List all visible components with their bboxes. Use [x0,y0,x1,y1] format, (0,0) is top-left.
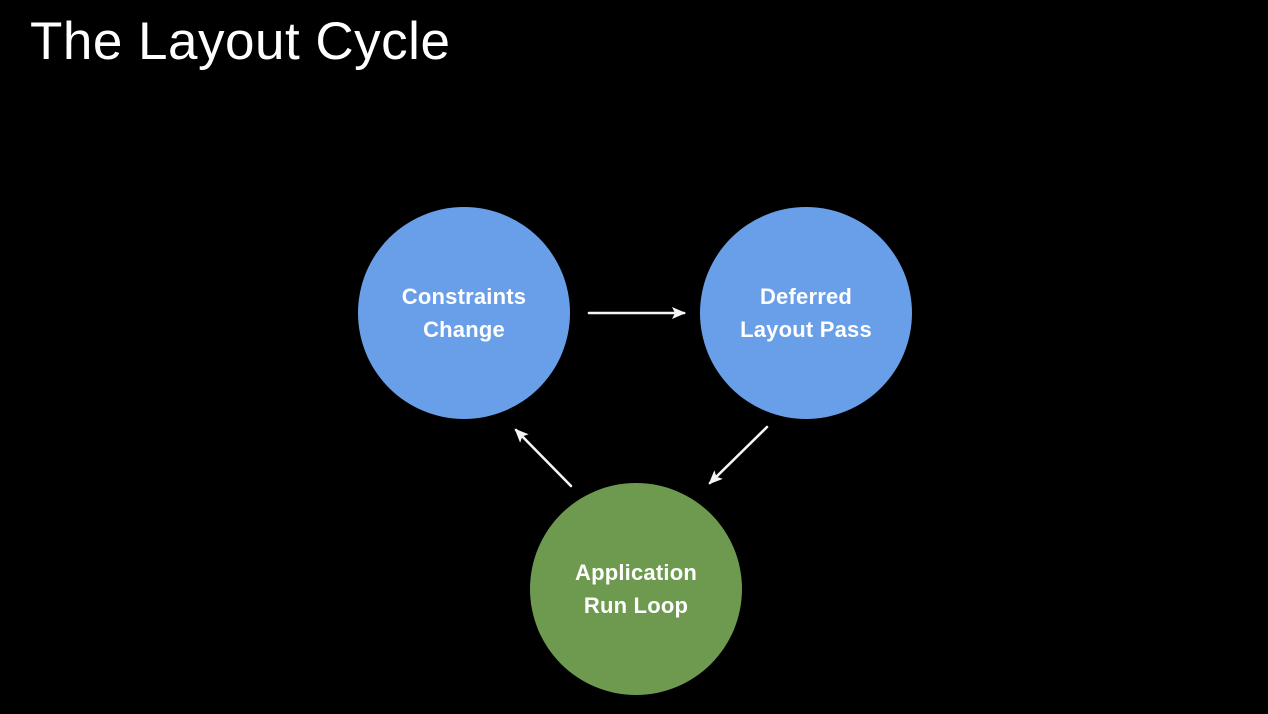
arrow-runloop-to-constraints-icon [514,428,573,488]
node-constraints-change-label-line2: Change [423,317,505,342]
node-deferred-layout-pass-label-line1: Deferred [759,284,853,309]
node-constraints-change-label-line1: Constraints [401,284,527,309]
arrow-deferred-to-runloop-icon [708,425,769,485]
node-application-run-loop: Application Run Loop [530,483,742,695]
node-deferred-layout-pass: Deferred Layout Pass [700,207,912,419]
node-application-run-loop-label-line2: Run Loop [583,593,689,618]
slide-title: The Layout Cycle [30,12,451,71]
node-application-run-loop-label-line1: Application [575,560,697,585]
node-constraints-change: Constraints Change [358,207,570,419]
node-deferred-layout-pass-label-line2: Layout Pass [740,317,872,342]
